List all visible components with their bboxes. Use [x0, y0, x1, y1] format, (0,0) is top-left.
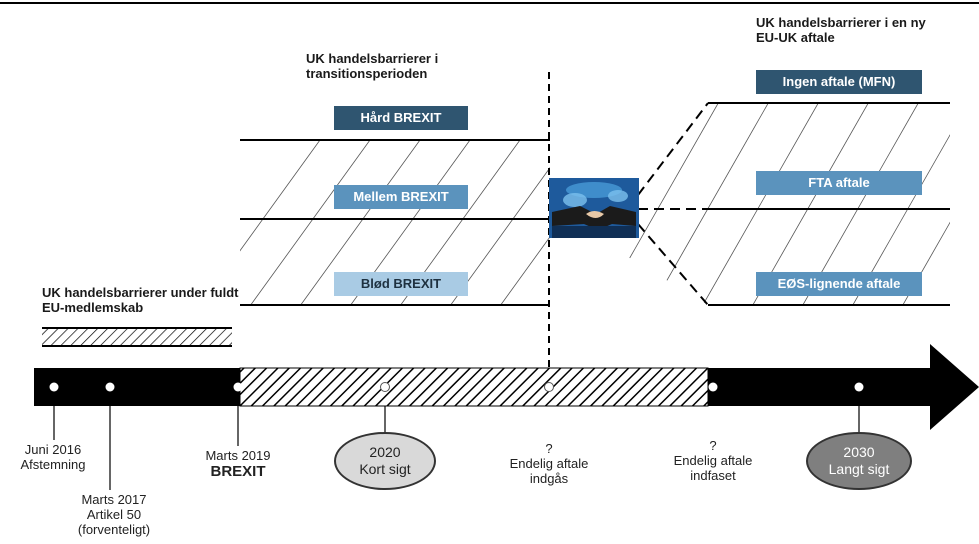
scenario-fta-agreement: FTA aftale: [756, 171, 922, 195]
dot-2030: [854, 382, 864, 392]
dot-june2016: [49, 382, 59, 392]
timeline-arrow: [34, 344, 979, 430]
label-new-agreement: UK handelsbarrierer i en ny EU-UK aftale: [756, 15, 926, 45]
dot-march2019: [233, 382, 243, 392]
dot-final-entered: [544, 382, 554, 392]
label-transition: UK handelsbarrierer i transitionsperiode…: [306, 51, 439, 81]
agreement-lines: [708, 102, 950, 306]
scenario-hard-brexit: Hård BREXIT: [334, 106, 468, 130]
scenario-soft-brexit: Blød BREXIT: [334, 272, 468, 296]
dot-final-phased: [708, 382, 718, 392]
milestone-march2017: Marts 2017 Artikel 50 (forventeligt): [77, 492, 151, 537]
milestone-final-phased: ? Endelig aftale indfaset: [673, 438, 753, 483]
timeline-dots: [49, 382, 864, 392]
dot-2020: [380, 382, 390, 392]
label-eu-membership: UK handelsbarrierer under fuldt EU-medle…: [42, 285, 239, 315]
scenario-no-agreement-mfn: Ingen aftale (MFN): [756, 70, 922, 94]
milestone-june2016: Juni 2016 Afstemning: [20, 442, 86, 472]
eu-membership-band: [42, 327, 232, 347]
milestone-march2019: Marts 2019 BREXIT: [205, 448, 271, 480]
milestone-connectors: [53, 406, 860, 490]
handshake-globe-icon: [549, 178, 639, 238]
milestone-2020-pill: 2020 Kort sigt: [334, 432, 436, 490]
scenario-eea-agreement: EØS-lignende aftale: [756, 272, 922, 296]
milestone-2030-pill: 2030 Langt sigt: [806, 432, 912, 490]
transition-lines: [240, 139, 550, 306]
milestone-final-entered: ? Endelig aftale indgås: [509, 441, 589, 486]
agreement-dashed-fan: [637, 102, 709, 306]
scenario-medium-brexit: Mellem BREXIT: [334, 185, 468, 209]
dot-march2017: [105, 382, 115, 392]
